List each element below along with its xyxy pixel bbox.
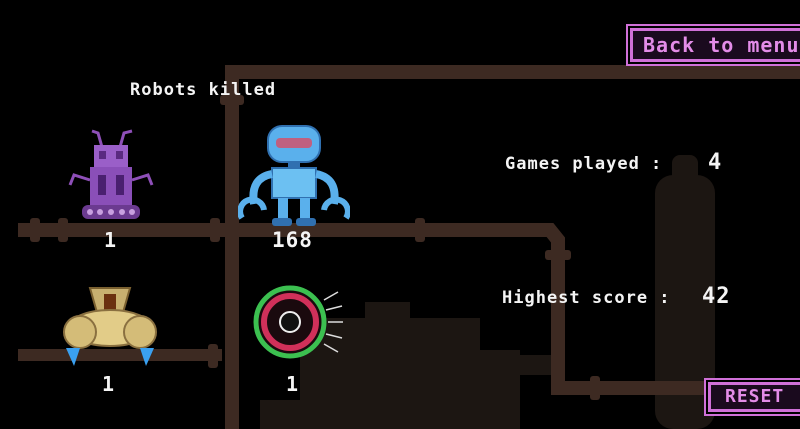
robots-killed-title: Robots killed	[130, 80, 277, 100]
blue-robot-count: 168	[272, 228, 313, 252]
purple-robot-count: 1	[104, 228, 118, 252]
highest-score-label: Highest score :	[502, 288, 671, 308]
reset-button[interactable]: RESET	[708, 382, 800, 412]
purple-robot-icon	[68, 129, 154, 219]
games-played-value: 4	[708, 150, 723, 175]
highest-score-value: 42	[702, 284, 731, 309]
back-to-menu-button[interactable]: Back to menu	[630, 28, 800, 62]
yellow-robot-icon	[63, 287, 157, 366]
ring-robot-icon	[253, 285, 343, 359]
yellow-robot-count: 1	[102, 372, 116, 396]
games-played-label: Games played :	[505, 154, 663, 174]
blue-robot-icon	[238, 125, 350, 226]
ring-robot-count: 1	[286, 372, 300, 396]
